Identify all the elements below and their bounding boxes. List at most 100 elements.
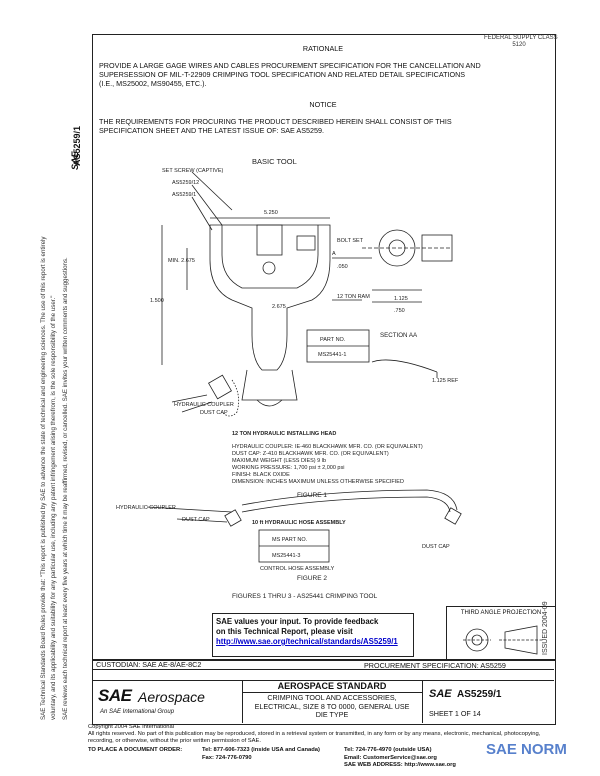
sae-aerospace-logo: SAE Aerospace An SAE International Group: [92, 680, 243, 723]
label-dim-750: .750: [394, 308, 405, 314]
label-dim-1125-ref: 1.125 REF: [432, 378, 459, 384]
bolt-ref-line: [371, 359, 438, 373]
ms-part-header: MS PART NO.: [272, 537, 308, 543]
note-line: FINISH: BLACK OXIDE: [232, 472, 290, 478]
feedback-link[interactable]: http://www.sae.org/technical/standards/A…: [216, 637, 398, 646]
rights-line: recording, or otherwise, without the pri…: [88, 738, 262, 744]
label-section-a-1: A: [332, 251, 336, 257]
rights-line: All rights reserved. No part of this pub…: [88, 731, 541, 737]
label-bolt-set: BOLT SET: [337, 238, 364, 244]
drawing-frame: [92, 34, 556, 661]
email: Email: CustomerService@sae.org: [344, 755, 437, 761]
label-as-1: AS5259/12: [172, 180, 199, 186]
description-line: ELECTRICAL, SIZE 8 TO 0000, GENERAL USE: [254, 701, 410, 711]
part-table-value: MS25441-1: [318, 352, 346, 358]
section-aa-body: [421, 234, 453, 262]
dust-cap-chain: [221, 379, 240, 417]
third-angle-projection-box: THIRD ANGLE PROJECTION: [446, 606, 556, 661]
label-dim-5250: 5.250: [264, 210, 278, 216]
fsc-label: FEDERAL SUPPLY CLASS: [484, 35, 558, 41]
fsc-value: 5120: [512, 42, 526, 48]
description-line: DIE TYPE: [315, 710, 349, 719]
technical-drawing: BASIC TOOL SET SCREW (CAPTIVE) AS5259/12…: [116, 157, 462, 600]
hose-title: 10 ft HYDRAULIC HOSE ASSEMBLY: [252, 520, 346, 526]
feedback-line-2: on this Technical Report, please visit: [216, 627, 353, 636]
label-dim-1500: 1.500: [150, 298, 164, 304]
notice-text: THE REQUIREMENTS FOR PROCURING THE PRODU…: [99, 117, 452, 135]
phone-1: Tel: 877-606-7323 (inside USA and Canada…: [202, 747, 320, 753]
hydraulic-coupler-shape: [208, 374, 232, 400]
procurement-text: PROCUREMENT SPECIFICATION: AS5259: [364, 661, 506, 670]
document-description: CRIMPING TOOL AND ACCESSORIES, ELECTRICA…: [242, 693, 422, 720]
tool-head-outline: [209, 224, 331, 371]
label-dim-675: MIN. 2.675: [168, 258, 195, 264]
rationale-line: PROVIDE A LARGE GAGE WIRES AND CABLES PR…: [99, 61, 481, 70]
legal-notice-line-2: voluntary, and its applicability and sui…: [50, 295, 57, 720]
label-dust-cap: DUST CAP: [200, 410, 228, 416]
phone-2: Tel: 724-776-4970 (outside USA): [344, 747, 432, 753]
cylinder-base: [256, 399, 283, 407]
label-basic-tool: BASIC TOOL: [252, 157, 297, 166]
doc-id-block: SAE AS5259/1 SHEET 1 OF 14: [422, 680, 555, 723]
third-angle-label: THIRD ANGLE PROJECTION: [460, 610, 542, 616]
title-divider: [242, 692, 422, 693]
note-line: 12 TON HYDRAULIC INSTALLING HEAD: [232, 431, 336, 437]
label-dim-1125: 1.125: [394, 296, 408, 302]
note-line: DIMENSION: INCHES MAXIMUM UNLESS OTHERWI…: [232, 479, 404, 485]
rationale-title: RATIONALE: [302, 44, 344, 53]
doc-id: AS5259/1: [457, 689, 502, 700]
rationale-line: SUPERSESSION OF MIL-T-22909 CRIMPING TOO…: [99, 70, 466, 79]
feedback-line-1: SAE values your input. To provide feedba…: [216, 617, 379, 626]
figures-caption: FIGURES 1 THRU 3 - AS25441 CRIMPING TOOL: [232, 593, 378, 600]
ram-hole: [262, 261, 276, 275]
hose-dust-cap-right: DUST CAP: [422, 544, 450, 550]
die-slot: [256, 224, 283, 256]
note-line: WORKING PRESSURE: 1,700 psi ± 2,000 psi: [232, 465, 344, 471]
notice-title: NOTICE: [309, 100, 337, 109]
label-as-2: AS5259/1: [172, 192, 196, 198]
cylinder-body: [241, 369, 298, 401]
side-sae-logo: SAE: [70, 151, 80, 170]
copyright: Copyright 2004 SAE International: [88, 724, 175, 730]
note-line: MAXIMUM WEIGHT (LESS DIES) 9 lb: [232, 458, 326, 464]
logo-sae-text: SAE: [98, 686, 132, 705]
legal-notice-line-3: SAE reviews each technical report at lea…: [62, 257, 69, 720]
section-aa-circle: [378, 229, 416, 267]
custodian-row: CUSTODIAN: SAE AE-8/AE-8C2 PROCUREMENT S…: [92, 659, 554, 670]
part-table-header: PART NO.: [320, 337, 346, 343]
label-tons-ram: 12 TON RAM: [337, 294, 370, 300]
label-hydraulic-coupler: HYDRAULIC COUPLER: [174, 402, 234, 408]
title-block: [92, 659, 556, 725]
hose-coupler-left: [224, 509, 242, 527]
sheet-number: SHEET 1 OF 14: [429, 709, 481, 718]
fax: Fax: 724-776-0790: [202, 755, 252, 761]
tool-head-inner: [221, 225, 319, 289]
hose-coupler-right: [444, 507, 462, 525]
figure-2-caption: FIGURE 2: [297, 575, 327, 582]
projection-symbol-icon: [463, 625, 543, 655]
logo-aerospace-text: Aerospace: [138, 689, 205, 705]
notice-line: SPECIFICATION SHEET AND THE LATEST ISSUE…: [99, 126, 325, 135]
label-dim-050: .050: [337, 264, 348, 270]
logo-subtext: An SAE International Group: [100, 709, 175, 715]
hose-hydraulic-coupler: HYDRAULIC COUPLER: [116, 505, 176, 511]
ms-part-value: MS25441-3: [272, 553, 300, 559]
label-set-screw: SET SCREW (CAPTIVE): [162, 168, 223, 174]
rationale-line: (I.E., MS25002, MS90455, ETC.).: [99, 79, 207, 88]
doc-sae-logo: SAE: [429, 688, 452, 700]
note-line: HYDRAULIC COUPLER: IE-460 BLACKHAWK MFR.…: [232, 444, 423, 450]
web-address: SAE WEB ADDRESS: http://www.sae.org: [344, 762, 456, 768]
federal-supply-class: FEDERAL SUPPLY CLASS 5120: [484, 35, 558, 49]
rights-text: All rights reserved. No part of this pub…: [88, 731, 540, 745]
feedback-box: SAE values your input. To provide feedba…: [212, 613, 414, 657]
hose-upper: [241, 489, 458, 511]
rationale-text: PROVIDE A LARGE GAGE WIRES AND CABLES PR…: [99, 61, 481, 88]
label-dim-2675: 2.675: [272, 304, 286, 310]
title-block-rule: [92, 680, 554, 681]
notice-line: THE REQUIREMENTS FOR PROCURING THE PRODU…: [99, 117, 452, 126]
custodian-text: CUSTODIAN: SAE AE-8/AE-8C2: [96, 660, 202, 669]
aerospace-standard-title: AEROSPACE STANDARD: [277, 681, 387, 691]
label-section-aa: SECTION AA: [380, 332, 418, 339]
sae-norm-watermark: SAE NORM: [486, 741, 567, 758]
hose-dust-cap: DUST CAP: [182, 517, 210, 523]
